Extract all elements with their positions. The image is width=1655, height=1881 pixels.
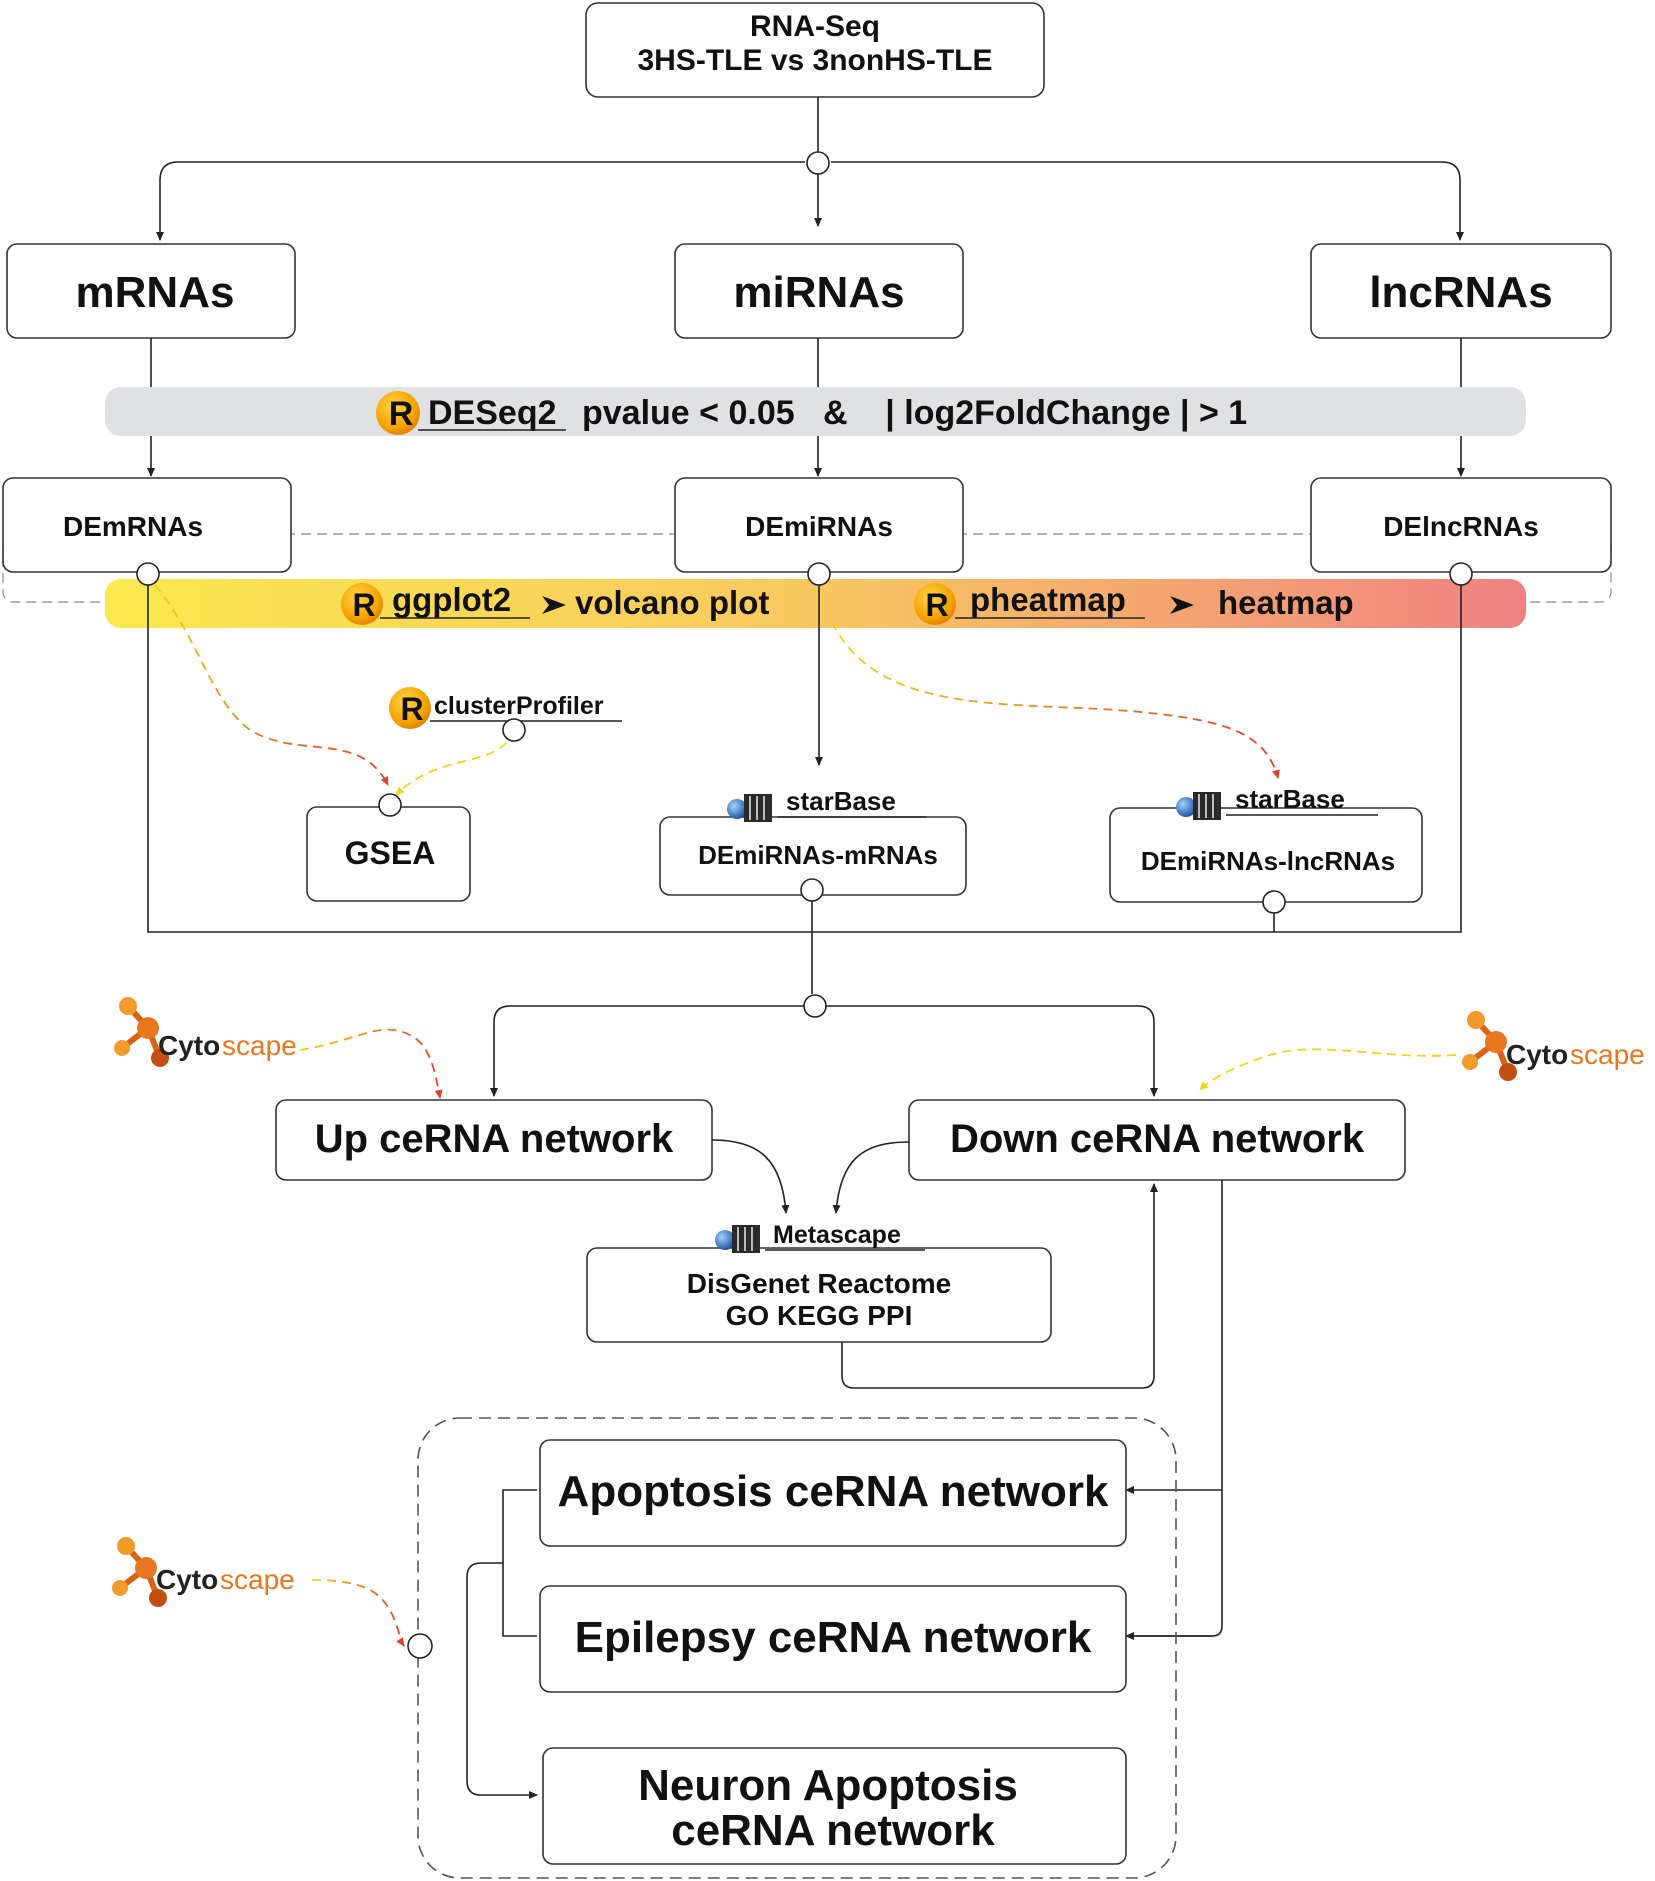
cytoscape-text-b: scape [220,1564,295,1595]
r-icon: R [376,391,420,435]
cytoscape-node [407,1633,433,1659]
mirnas-box [674,243,964,339]
mirna-lncrna-label: DEmiRNAs-lncRNAs [1141,846,1395,876]
connector-to-neuron [466,1562,538,1799]
mirna-mrna-label: DEmiRNAs-mRNAs [698,840,938,870]
deseq-criteria: pvalue < 0.05 & | log2FoldChange | > 1 [582,394,1247,432]
mrnas-label: mRNAs [76,268,235,317]
dashed-connector [311,1579,405,1647]
connector-to-down [826,1005,1158,1097]
connector-to-up [490,1005,804,1097]
demirnas-label: DEmiRNAs [745,511,893,542]
neuron-apoptosis-box [542,1747,1127,1865]
neuron-apoptosis-line1: Neuron Apoptosis [638,1761,1018,1810]
clusterprofiler-label: clusterProfiler [434,692,604,720]
metascape-box [586,1247,1052,1343]
branch-node [806,151,830,175]
cytoscape-icon [112,1537,167,1607]
cytoscape-logo-3: Cyto scape [112,1537,295,1607]
mirnas-label: miRNAs [733,268,904,317]
cytoscape-text-a: Cyto [158,1030,220,1061]
mirna-lncrna-node [1262,890,1286,914]
lncrnas-label: lncRNAs [1369,268,1552,317]
delncrnas-node [1449,562,1473,586]
connector [841,1183,1158,1389]
connector-to-mrnas [156,161,805,241]
arrow-glyph [1170,596,1194,614]
svg-text:R: R [352,587,375,623]
root-line1: RNA-Seq [750,10,880,43]
arrow-glyph [542,596,566,614]
server-icon [715,1225,760,1253]
r-icon: R [389,687,431,729]
dashed-connector [395,729,515,796]
r-icon: R [914,583,956,625]
cytoscape-text-a: Cyto [1506,1039,1568,1070]
delncrnas-label: DElncRNAs [1383,511,1539,542]
dashed-connector [831,621,1280,779]
gsea-node [378,793,402,817]
network-branch-node [803,994,827,1018]
cytoscape-text-b: scape [1570,1039,1645,1070]
demrnas-label: DEmRNAs [63,511,203,542]
down-network-label: Down ceRNA network [950,1117,1365,1161]
metascape-line2: GO KEGG PPI [726,1300,913,1331]
r-icon: R [341,583,383,625]
svg-text:R: R [925,587,948,623]
epilepsy-label: Epilepsy ceRNA network [575,1613,1092,1662]
cytoscape-icon [1462,1011,1517,1081]
server-icon [727,794,772,822]
svg-text:R: R [400,691,423,727]
cytoscape-icon [114,997,169,1067]
connector [502,1489,537,1637]
root-box [585,2,1045,98]
connector [1128,1180,1223,1637]
connector [832,1141,910,1214]
viz-band [105,579,1526,628]
up-network-label: Up ceRNA network [315,1117,674,1161]
server-icon [1176,792,1221,820]
heatmap-label: heatmap [1218,584,1354,621]
cytoscape-logo-1: Cyto scape [114,997,297,1067]
cytoscape-text-a: Cyto [156,1564,218,1595]
root-line2: 3HS-TLE vs 3nonHS-TLE [637,44,992,77]
connector-to-lncrnas [831,161,1464,241]
demrnas-node [136,562,160,586]
demirnas-node [807,562,831,586]
neuron-apoptosis-line2: ceRNA network [671,1806,995,1855]
metascape-line1: DisGenet Reactome [687,1268,952,1299]
mirna-mrna-node [800,878,824,902]
apoptosis-label: Apoptosis ceRNA network [558,1467,1109,1516]
cytoscape-logo-2: Cyto scape [1462,1011,1645,1081]
connector [711,1139,790,1214]
starbase-label: starBase [1235,784,1345,814]
cytoscape-text-b: scape [222,1030,297,1061]
analysis-frame [147,585,1462,933]
clusterprofiler-node [502,718,526,742]
volcano-plot-label: volcano plot [575,584,769,621]
deseq2-tool-label: DESeq2 [428,394,557,432]
dashed-connector [299,1028,443,1099]
down-network-box [908,1099,1406,1181]
dashed-connector [154,584,389,786]
apoptosis-box [539,1439,1127,1547]
svg-text:R: R [389,395,414,433]
starbase-label: starBase [786,786,896,816]
ggplot2-tool-label: ggplot2 [392,581,511,618]
gsea-label: GSEA [345,835,436,871]
metascape-tool-label: Metascape [773,1221,901,1249]
pheatmap-tool-label: pheatmap [970,581,1126,618]
epilepsy-box [539,1585,1127,1693]
deseq-band [105,387,1526,436]
dashed-connector [1199,1048,1457,1091]
